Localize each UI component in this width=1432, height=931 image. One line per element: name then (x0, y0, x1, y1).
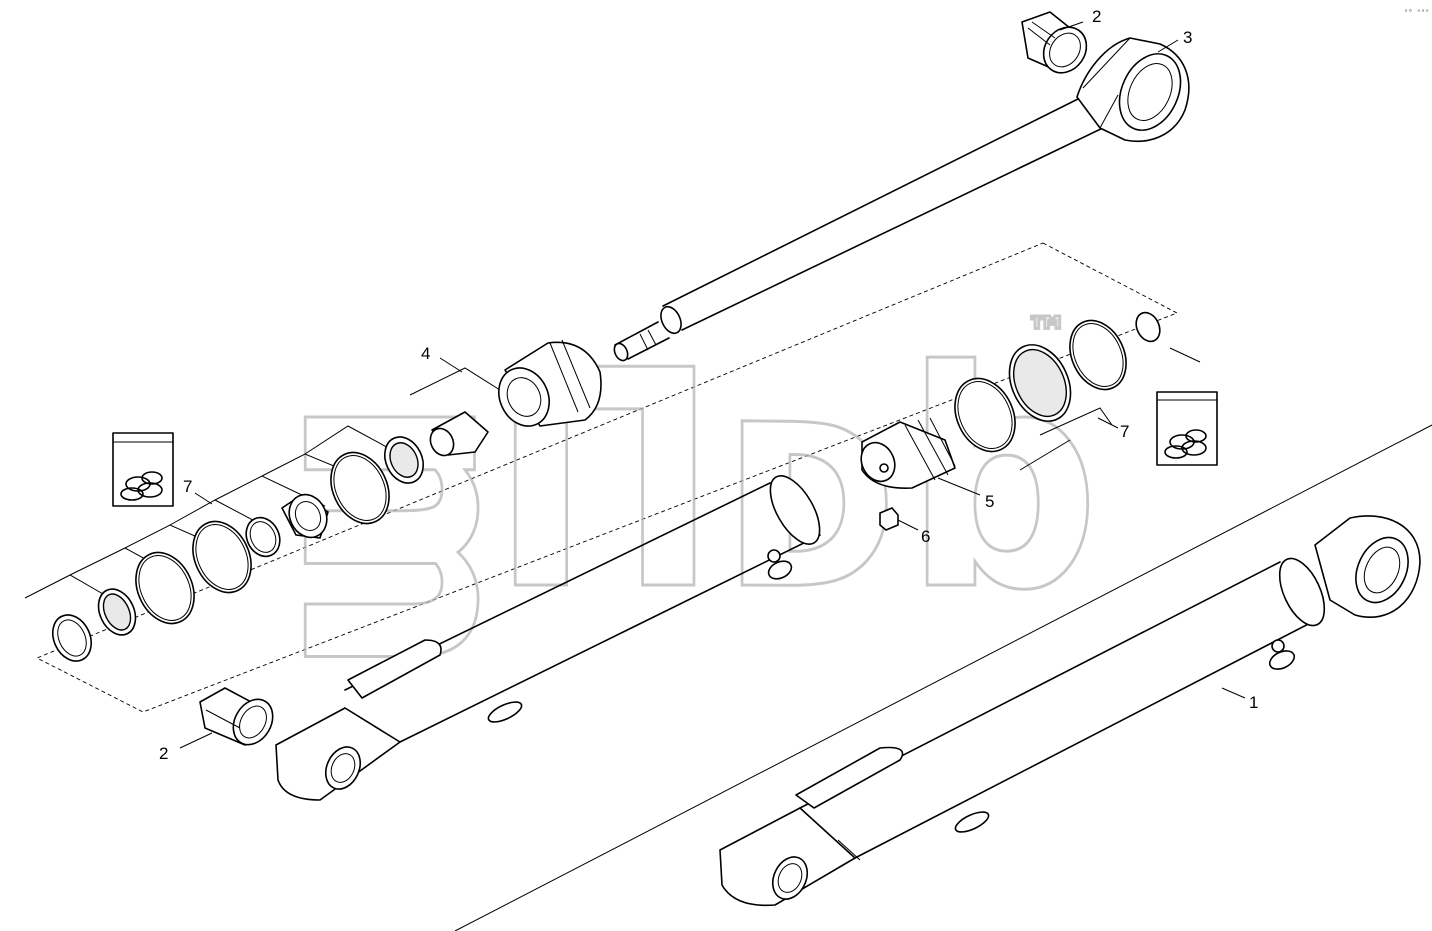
seal-kit-bag-left (112, 432, 174, 507)
callout-2-bottom: 2 (159, 744, 168, 763)
callout-3: 3 (1183, 28, 1192, 47)
callout-7-right: 7 (1120, 422, 1129, 441)
watermark-logo: ᴟПᴅb (300, 307, 1100, 660)
callout-7-left: 7 (183, 477, 192, 496)
callout-4: 4 (421, 344, 430, 363)
callout-leaders (179, 21, 1246, 749)
exploded-rings-left (24, 339, 602, 662)
seal-kit-bag-right (1156, 391, 1218, 466)
cylinder-tube-exploded (275, 475, 821, 801)
bushing-lower (199, 687, 274, 746)
cylinder-assembled (719, 515, 1421, 907)
reference-line (454, 424, 1432, 931)
callout-6: 6 (921, 527, 930, 546)
bushing-top (1021, 11, 1088, 74)
piston-rod (613, 37, 1190, 362)
callout-5: 5 (985, 492, 994, 511)
callout-2-top: 2 (1092, 7, 1101, 26)
callout-1: 1 (1249, 693, 1258, 712)
exploded-rings-right (860, 311, 1201, 531)
watermark: ᴟПᴅb ™ (299, 306, 1102, 662)
corner-code: ᵒᴼ ᵒᵒᵒ (1404, 8, 1429, 16)
assembly-envelope-dashed (35, 242, 1179, 713)
